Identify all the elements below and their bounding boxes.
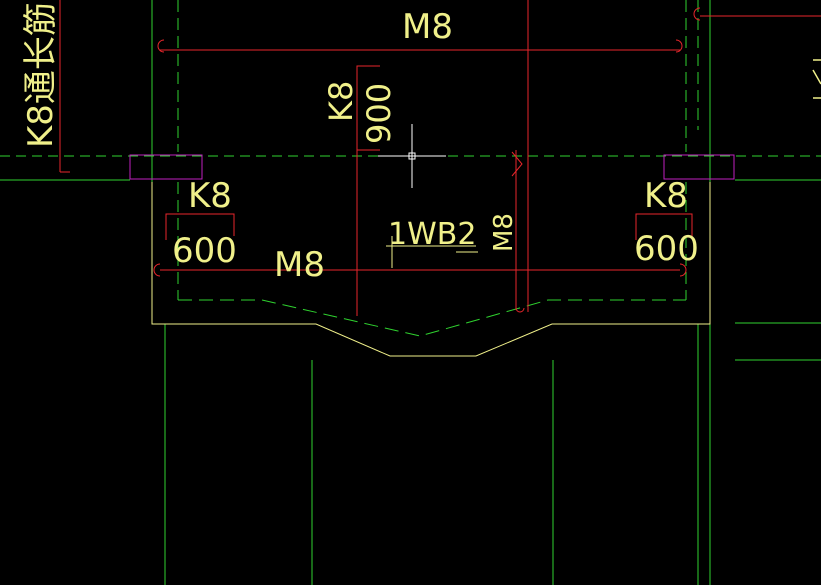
left-column-strip bbox=[129, 154, 203, 180]
right-k8-label: K8 bbox=[644, 176, 688, 216]
bottom-m8-label: M8 bbox=[274, 245, 325, 285]
clipped-glyph bbox=[812, 59, 821, 99]
rebar-hook bbox=[693, 7, 701, 21]
magenta-layer bbox=[129, 154, 735, 180]
rebar-hook bbox=[153, 263, 161, 277]
left-vertical-note: K8通长筋 bbox=[21, 2, 61, 148]
right-600-label: 600 bbox=[634, 229, 699, 269]
yellow-slab-outline bbox=[151, 182, 711, 357]
center-900-bracket bbox=[356, 65, 380, 151]
text-layer: M8 K8通长筋 K8 900 K8 600 M8 1WB2 M8 K8 600 bbox=[21, 2, 699, 285]
left-600-bracket bbox=[165, 213, 235, 240]
green-dashed-slab-edge bbox=[178, 299, 686, 337]
crosshair-cursor[interactable] bbox=[378, 124, 446, 188]
yellow-outline-layer bbox=[151, 182, 711, 357]
slab-mark-underline bbox=[386, 236, 478, 268]
left-600-label: 600 bbox=[172, 231, 237, 271]
right-column-strip bbox=[663, 154, 735, 180]
center-900-label: 900 bbox=[360, 83, 398, 144]
slab-mark-rot-label: M8 bbox=[489, 213, 519, 252]
center-k8-label: K8 bbox=[322, 81, 360, 122]
slab-mark-label: 1WB2 bbox=[388, 217, 476, 252]
rebar-hook bbox=[157, 39, 165, 53]
crosshair-pickbox bbox=[408, 152, 416, 160]
rebar-hook bbox=[515, 307, 525, 313]
right-600-bracket bbox=[635, 213, 693, 240]
rebar-break-mark bbox=[511, 151, 523, 177]
rebar-hook bbox=[675, 39, 683, 53]
left-k8-label: K8 bbox=[188, 176, 232, 216]
top-beam-rebar-label: M8 bbox=[402, 7, 453, 47]
red-rebar-layer bbox=[59, 0, 821, 316]
rebar-hook bbox=[679, 263, 687, 277]
clipped-text-fragment bbox=[812, 59, 821, 99]
